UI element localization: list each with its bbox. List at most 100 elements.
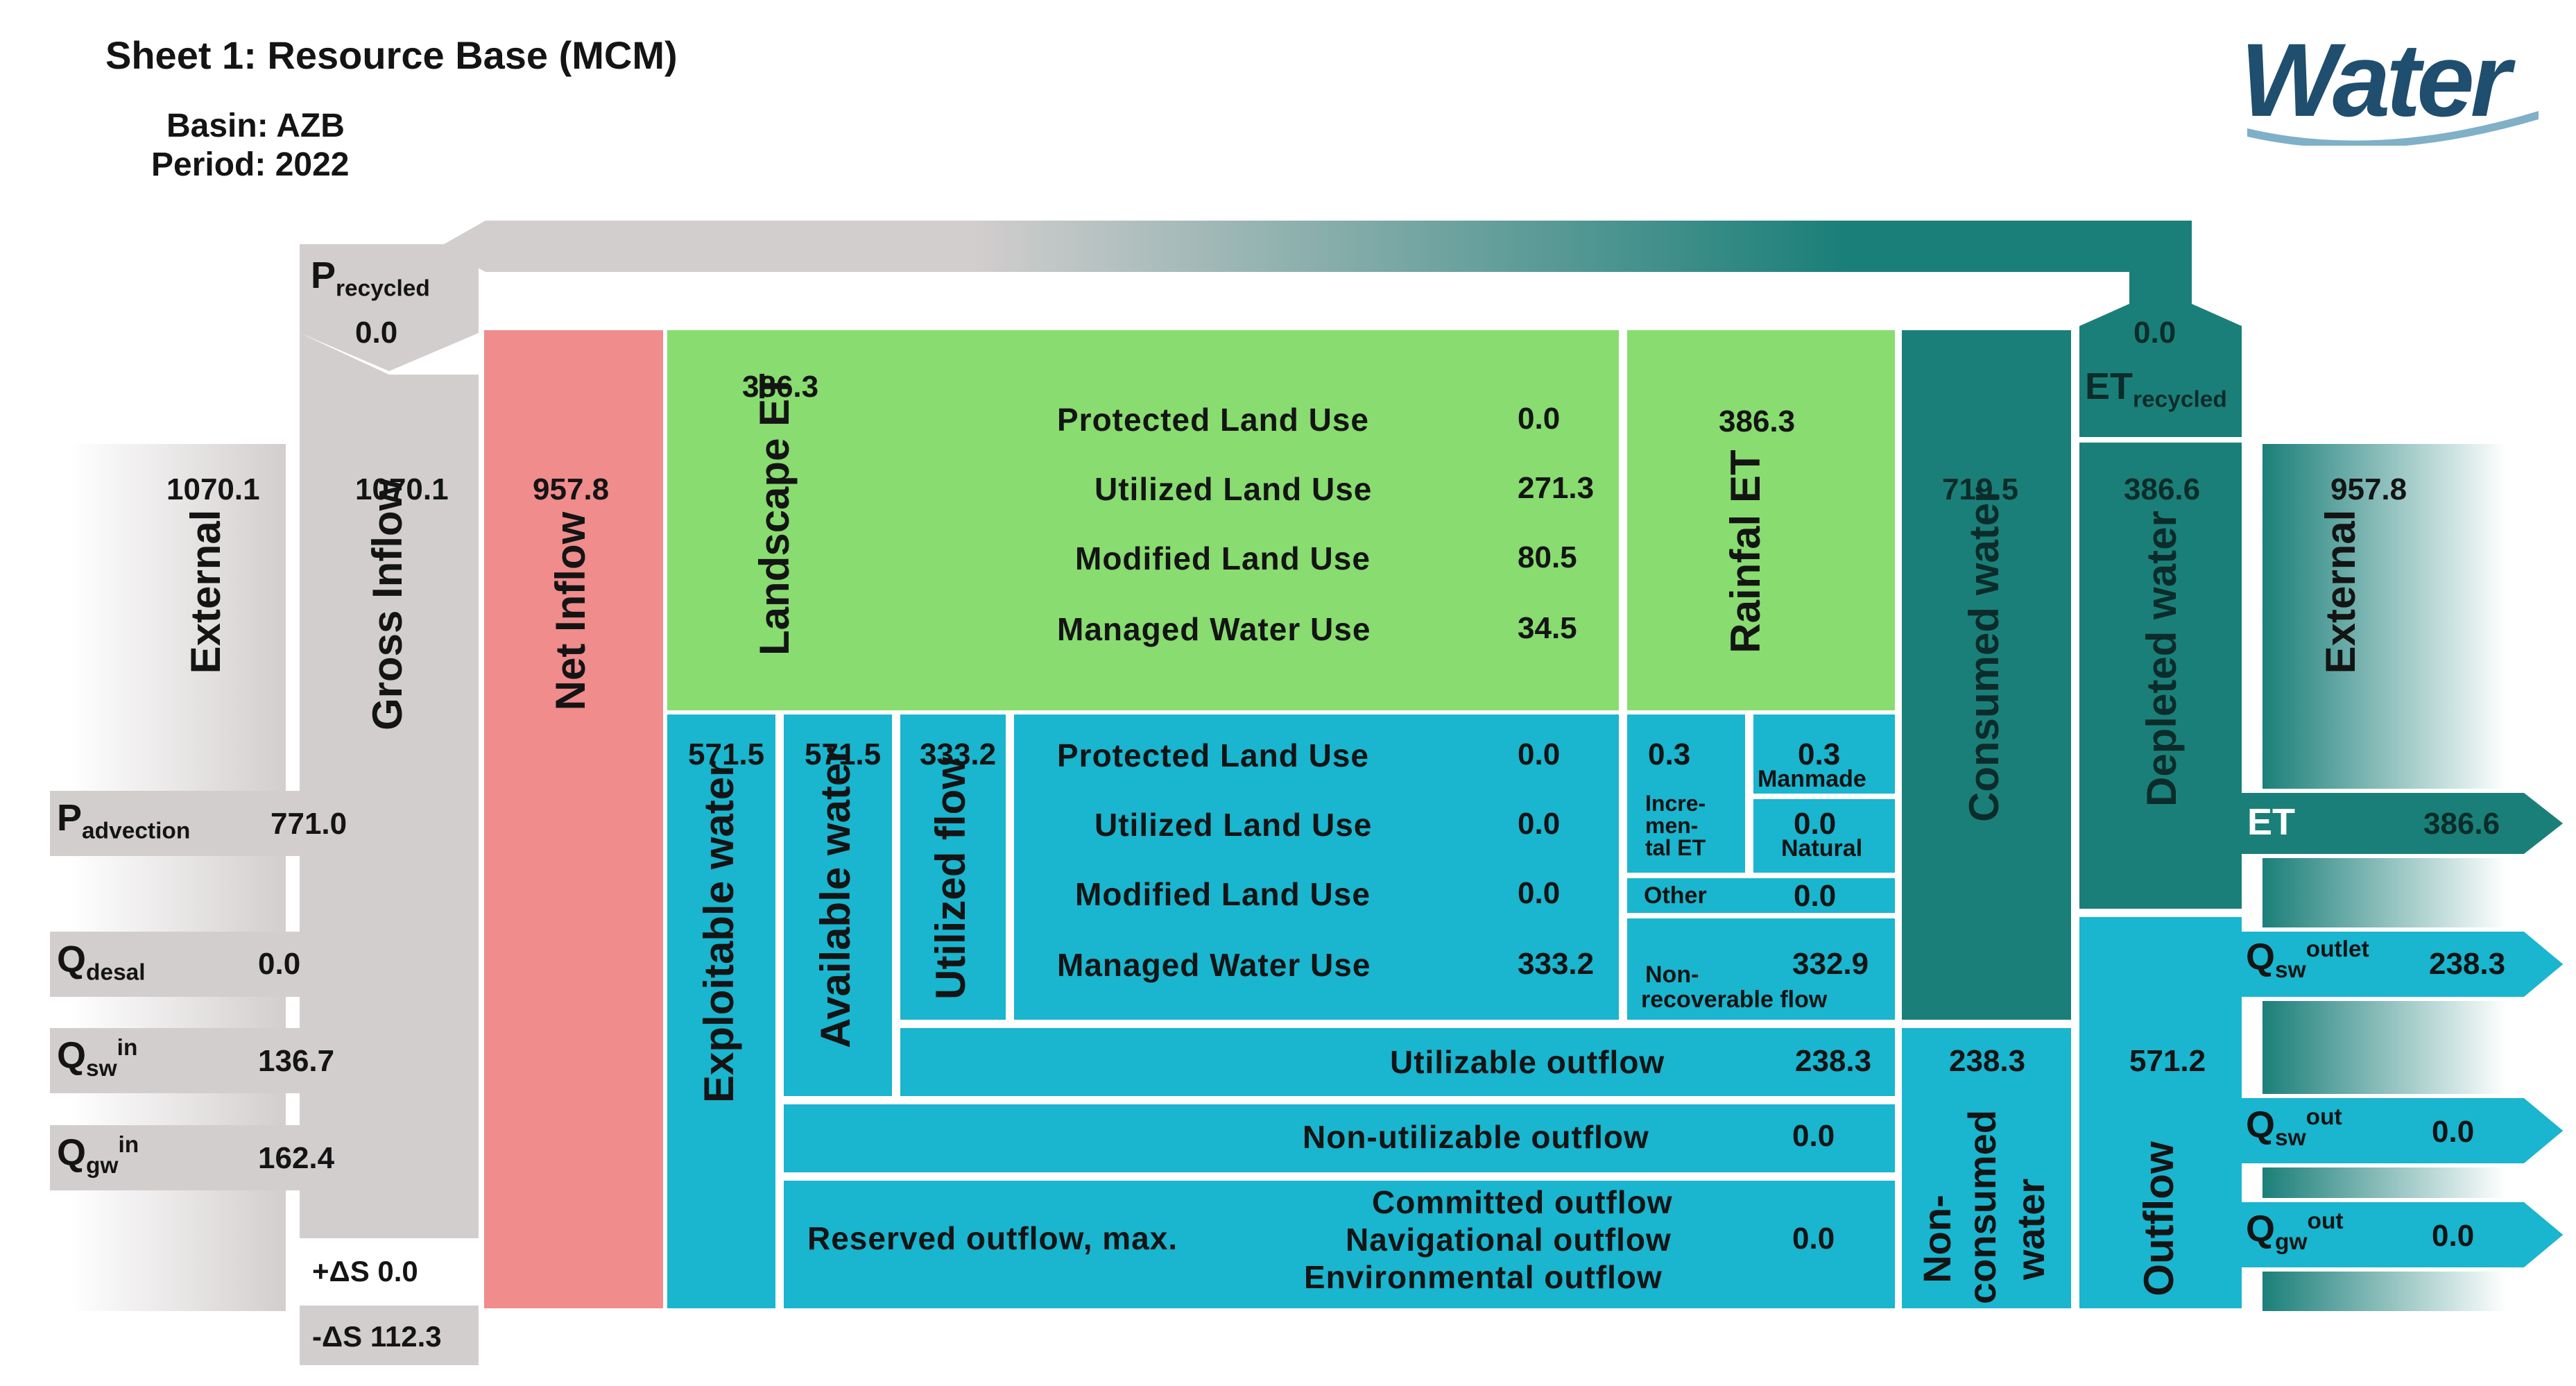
nonrecoverable-value: 332.9 [1792,947,1869,981]
outflow-value: 571.2 [2129,1044,2206,1078]
nonrecoverable-label-1: Non- [1645,961,1699,988]
depleted-water-column [2079,443,2242,909]
flow-protected-value: 0.0 [1518,737,1561,771]
reserved-outflow-label: Reserved outflow, max. [807,1220,1178,1256]
p-advection-value: 771.0 [271,807,347,841]
ds-minus-box [300,1306,479,1365]
landscape-protected-value: 0.0 [1518,402,1561,436]
incremental-et-label-3: tal ET [1645,835,1706,860]
landscape-managed-label: Managed Water Use [1057,611,1371,647]
water-logo-text: Water [2240,22,2511,138]
external-inflow-label: External [182,509,229,674]
rainfall-et-label: Rainfal ET [1722,450,1769,653]
flow-utilized-value: 0.0 [1518,807,1561,841]
flow-protected-label: Protected Land Use [1057,737,1369,773]
available-water-label: Available water [812,746,859,1048]
external-outflow-band [2262,444,2507,1311]
consumed-water-label: Consumed water [1961,486,2007,822]
utilizable-outflow-label: Utilizable outflow [1390,1044,1665,1080]
manmade-value: 0.3 [1798,737,1841,771]
consumed-water-value: 719.5 [1942,472,2019,506]
landscape-modified-value: 80.5 [1518,540,1577,574]
nonutilizable-outflow-label: Non-utilizable outflow [1303,1119,1649,1155]
net-inflow-label: Net Inflow [547,511,594,711]
navigational-outflow-label: Navigational outflow [1346,1222,1672,1258]
available-water-value: 571.5 [805,737,882,771]
manmade-label: Manmade [1758,766,1866,792]
committed-outflow-label: Committed outflow [1372,1184,1673,1220]
recycle-arrow [444,221,2192,325]
other-block [1627,878,1895,913]
et-recycled-shape [2079,290,2242,437]
period-label: Period: 2022 [151,146,350,183]
depleted-water-value: 386.6 [2124,472,2201,506]
et-out-value: 386.6 [2423,807,2500,841]
reserved-outflow-value: 0.0 [1792,1222,1835,1256]
gross-inflow-value: 1070.1 [355,472,449,506]
incremental-et-label-2: men- [1645,813,1699,838]
p-advection-arrow [50,791,380,856]
basin-label: Basin: AZB [166,108,345,144]
et-out-label: ET [2247,801,2296,843]
natural-block [1753,799,1895,873]
flow-managed-value: 333.2 [1518,947,1595,981]
q-sw-in-arrow [50,1028,386,1093]
utilized-flow-value: 333.2 [920,737,997,771]
water-logo-swoosh-icon [2247,111,2539,146]
q-gw-out-label: Qgwout [2246,1208,2344,1256]
landscape-et-block [667,330,1619,710]
nonconsumed-water-value: 238.3 [1949,1044,2026,1078]
reserved-outflow-bar [784,1181,1895,1308]
natural-label: Natural [1781,835,1863,862]
p-advection-label: Padvection [57,797,191,844]
depleted-water-label: Depleted water [2138,511,2185,807]
nonconsumed-water-label-3: water [2009,1178,2052,1281]
nonrecoverable-block [1627,918,1895,1020]
rainfall-et-value: 386.3 [1719,404,1796,438]
landscape-utilized-value: 271.3 [1518,471,1595,505]
q-sw-in-value: 136.7 [258,1044,335,1078]
incremental-et-label-1: Incre- [1645,791,1706,816]
q-desal-value: 0.0 [258,947,301,981]
sheet-title: Sheet 1: Resource Base (MCM) [105,33,678,77]
landscape-et-label: Landscape ET [751,373,798,656]
utilizable-outflow-bar [900,1028,1895,1096]
p-recycled-label: Precycled [311,255,430,302]
water-logo: Water [2240,28,2545,146]
q-desal-label: Qdesal [57,939,146,986]
landscape-modified-label: Modified Land Use [1075,540,1371,576]
environmental-outflow-label: Environmental outflow [1304,1259,1663,1295]
ds-divider [300,1242,479,1246]
incremental-et-block [1627,715,1745,873]
other-label: Other [1644,882,1707,909]
et-recycled-value: 0.0 [2133,316,2176,350]
flow-modified-label: Modified Land Use [1075,876,1371,912]
landscape-managed-value: 34.5 [1518,611,1577,645]
incremental-et-value: 0.3 [1648,737,1691,771]
q-sw-outlet-value: 238.3 [2429,947,2506,981]
exploitable-water-value: 571.5 [688,737,765,771]
ds-plus-label: +ΔS 0.0 [312,1255,418,1287]
exploitable-water-column [667,715,775,1308]
natural-value: 0.0 [1794,807,1837,841]
q-sw-in-label: Qswin [57,1034,138,1082]
other-value: 0.0 [1794,879,1837,913]
nonutilizable-outflow-value: 0.0 [1792,1119,1835,1153]
nonconsumed-water-label-1: Non- [1915,1195,1959,1283]
gross-inflow-label: Gross Inflow [364,478,411,730]
flow-managed-label: Managed Water Use [1057,947,1371,983]
landscape-et-value: 386.3 [742,370,819,404]
net-inflow-column [484,330,663,1308]
manmade-block [1753,715,1895,794]
utilized-land-use-block [1014,715,1619,1020]
external-outflow-value: 957.8 [2330,472,2407,506]
external-inflow-value: 1070.1 [166,472,260,506]
q-sw-out-value: 0.0 [2432,1115,2475,1149]
q-gw-out-value: 0.0 [2432,1219,2475,1253]
net-inflow-value: 957.8 [533,472,610,506]
outflow-label: Outflow [2136,1141,2182,1297]
p-recycled-value: 0.0 [355,316,398,350]
q-gw-in-label: Qgwin [57,1131,139,1179]
utilizable-outflow-value: 238.3 [1795,1044,1872,1078]
